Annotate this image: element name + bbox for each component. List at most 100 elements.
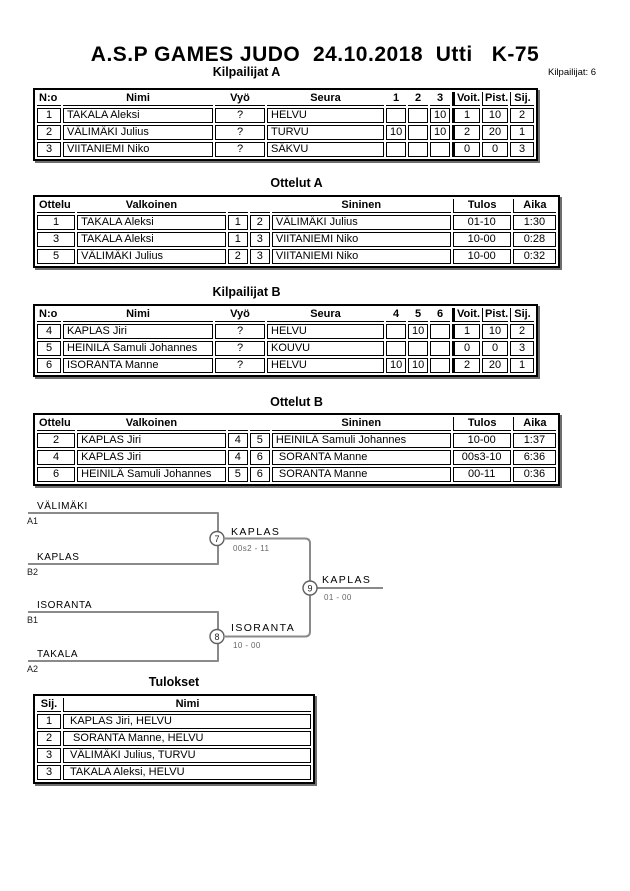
cell-bno: 3 (249, 232, 270, 247)
bracket-semi2-top-name: ISORANTA (37, 600, 92, 611)
cell-name: KAPLAS Jiri (63, 324, 213, 339)
matches-b-caption: Ottelut B (270, 395, 323, 409)
cell-m3 (430, 341, 450, 356)
cell-place: 2 (37, 731, 61, 746)
cell-result: 00-11 (452, 467, 511, 482)
cell-m1 (386, 142, 406, 157)
cell-place: 3 (37, 748, 61, 763)
cell-m2 (408, 108, 428, 123)
bracket-semi1-top-seed: A1 (27, 516, 38, 526)
cell-wno: 1 (227, 232, 248, 247)
header-result: Tulos (452, 199, 511, 213)
cell-name: VÄLIMÄKI Julius, TURVU (63, 748, 311, 763)
header-match-1: 1 (386, 92, 406, 106)
header-time: Aika (512, 199, 556, 213)
competitors-count-note: Kilpailijat: 6 (548, 67, 597, 78)
cell-place: 2 (510, 324, 534, 339)
header-no: N:o (37, 308, 61, 322)
cell-bno: 2 (249, 215, 270, 230)
bracket-match-9-number: 9 (307, 584, 312, 594)
cell-club: KOUVU (267, 341, 384, 356)
cell-result: 10-00 (452, 433, 511, 448)
cell-result: 00s3-10 (452, 450, 511, 465)
cell-place: 2 (510, 108, 534, 123)
cell-m2: 10 (408, 358, 428, 373)
cell-name: KAPLAS Jiri, HELVU (63, 714, 311, 729)
header-place: Sij. (510, 92, 534, 106)
header-match-4: 4 (386, 308, 406, 322)
cell-m2: 10 (408, 324, 428, 339)
bracket-semi1-score: 00s2 - 11 (233, 544, 270, 553)
bracket-semi1-bottom-seed: B2 (27, 567, 38, 577)
pool-b-header-row: N:o Nimi Vyö Seura 4 5 6 Voit. Pist. Sij… (37, 308, 534, 322)
cell-time: 0:32 (512, 249, 556, 264)
header-club: Seura (267, 92, 384, 106)
cell-place: 1 (37, 714, 61, 729)
header-no: N:o (37, 92, 61, 106)
header-points: Pist. (482, 308, 508, 322)
cell-bno: 6 (249, 450, 270, 465)
cell-wno: 5 (227, 467, 248, 482)
cell-belt: ? (215, 341, 265, 356)
cell-no: 2 (37, 125, 61, 140)
cell-time: 0:36 (512, 467, 556, 482)
cell-place: 3 (37, 765, 61, 780)
cell-wins: 2 (452, 125, 480, 140)
cell-m1 (386, 108, 406, 123)
cell-no: 5 (37, 341, 61, 356)
header-time: Aika (512, 417, 556, 431)
bracket-semi2-winner: ISORANTA (231, 622, 295, 634)
cell-white: KAPLAS Jiri (77, 433, 226, 448)
header-belt: Vyö (215, 92, 265, 106)
header-match: Ottelu (37, 417, 76, 431)
cell-white: TAKALA Aleksi (77, 232, 226, 247)
cell-m1 (386, 341, 406, 356)
results-caption: Tulokset (148, 675, 200, 689)
header-result: Tulos (452, 417, 511, 431)
cell-wno: 4 (227, 450, 248, 465)
cell-wno: 2 (227, 249, 248, 264)
cell-belt: ? (215, 108, 265, 123)
cell-place: 1 (510, 125, 534, 140)
header-name: Nimi (63, 92, 213, 106)
bracket-semi2-top-seed: B1 (27, 615, 38, 625)
header-blue-no (249, 199, 270, 213)
cell-pts: 0 (482, 142, 508, 157)
cell-pts: 20 (482, 358, 508, 373)
header-blue: Sininen (271, 199, 451, 213)
cell-blue: HEINILÄ Samuli Johannes (271, 433, 451, 448)
header-place: Sij. (37, 698, 61, 712)
cell-m1: 10 (386, 125, 406, 140)
cell-no: 3 (37, 142, 61, 157)
cell-white: HEINILÄ Samuli Johannes (77, 467, 226, 482)
cell-pts: 20 (482, 125, 508, 140)
cell-bno: 5 (249, 433, 270, 448)
header-match-6: 6 (430, 308, 450, 322)
cell-wins: 0 (452, 142, 480, 157)
bracket-match-8-circle (209, 628, 225, 645)
bracket-semi2-score: 10 - 00 (233, 641, 261, 650)
header-white: Valkoinen (77, 199, 226, 213)
pool-b-table: N:o Nimi Vyö Seura 4 5 6 Voit. Pist. Sij… (33, 304, 538, 377)
cell-club: TURVU (267, 125, 384, 140)
cell-m1: 10 (386, 358, 406, 373)
cell-wins: 0 (452, 341, 480, 356)
bracket-graphic: VÄLIMÄKI A1 KAPLAS B2 ISORANTA B1 TAKALA… (27, 500, 383, 674)
matches-a-caption: Ottelut A (270, 176, 323, 190)
cell-belt: ? (215, 324, 265, 339)
bracket-connector-semi1-to-final (225, 537, 311, 588)
cell-name: HEINILÄ Samuli Johannes (63, 341, 213, 356)
cell-match: 1 (37, 215, 76, 230)
cell-bno: 3 (249, 249, 270, 264)
cell-m2 (408, 125, 428, 140)
table-row: 2 SORANTA Manne, HELVU (37, 731, 311, 746)
cell-club: SÄKVU (267, 142, 384, 157)
